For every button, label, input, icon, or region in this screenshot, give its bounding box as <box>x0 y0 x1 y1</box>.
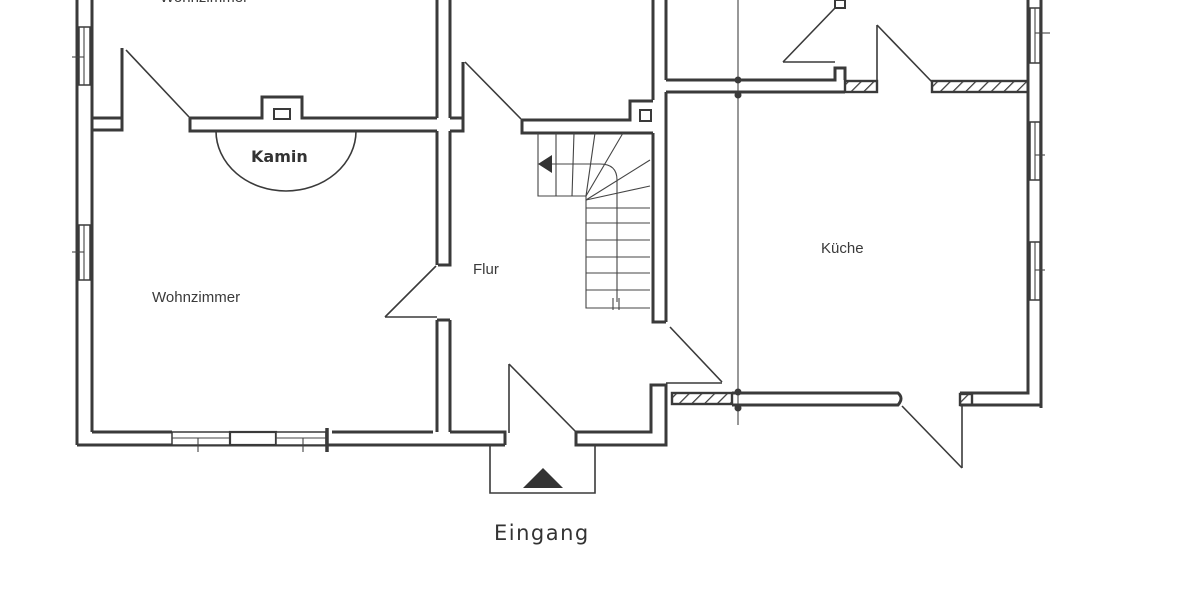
staircase <box>537 132 651 310</box>
entrance <box>489 326 723 494</box>
fireplace-label: Kamin <box>251 147 308 166</box>
room-label-flur: Flur <box>473 261 499 278</box>
interior-wall-fireplace <box>92 48 437 192</box>
outer-wall-left <box>72 0 505 452</box>
room-label-wohnzimmer-top: Wohnzimmer <box>160 0 248 6</box>
right-wing-walls <box>666 0 1050 469</box>
arrow-left-icon <box>538 155 552 173</box>
triangle-up-icon <box>523 468 563 488</box>
room-label-kueche: Küche <box>821 240 864 257</box>
stair-well-walls <box>461 0 668 324</box>
interior-wall-flur-left <box>384 0 507 445</box>
room-label-wohnzimmer: Wohnzimmer <box>152 289 241 306</box>
entrance-label: Eingang <box>494 521 590 545</box>
